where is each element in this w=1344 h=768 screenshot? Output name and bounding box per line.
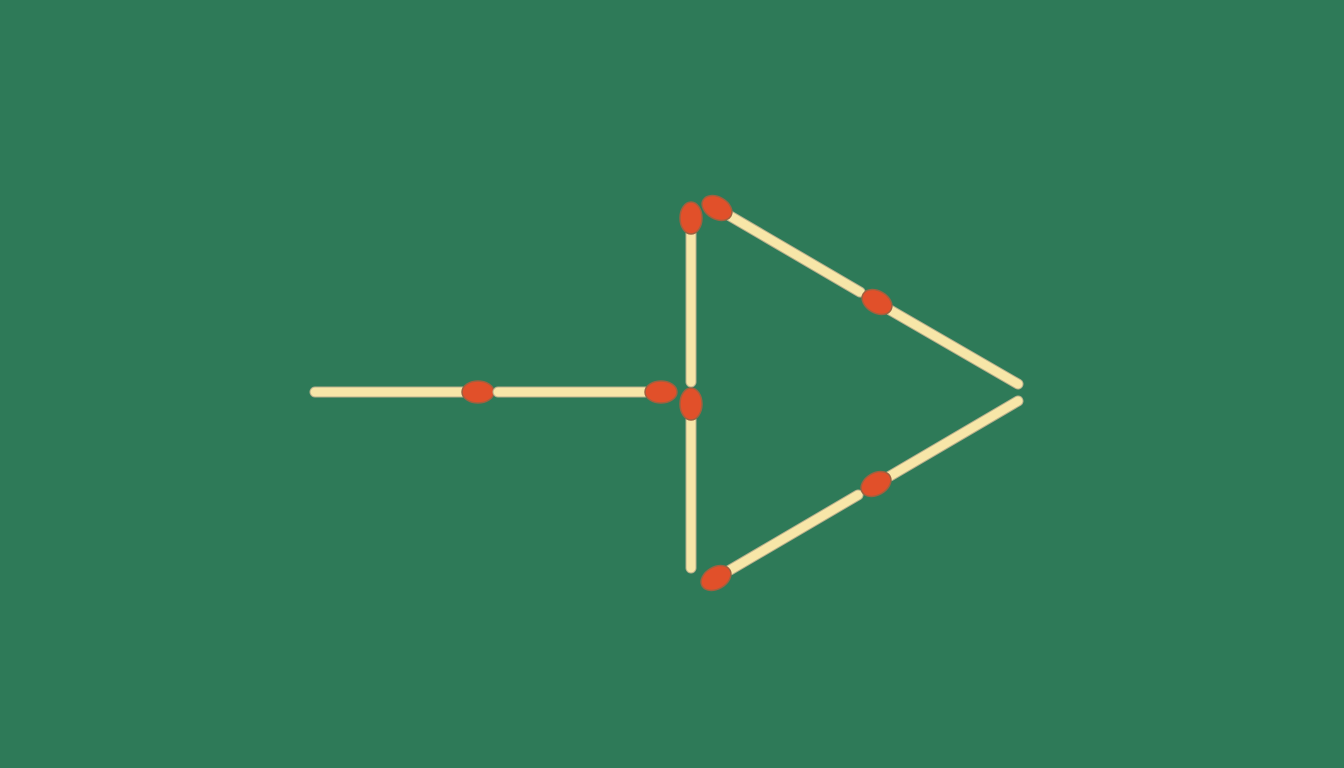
- match-head: [701, 194, 733, 222]
- match-head: [644, 380, 678, 404]
- match-head: [700, 564, 732, 592]
- match-head: [679, 387, 703, 421]
- match-head: [861, 288, 893, 316]
- match-head: [860, 470, 892, 498]
- matchstick-shaft-left[interactable]: [309, 380, 495, 404]
- match-head: [679, 201, 703, 235]
- matchstick-diagonal-lower-left[interactable]: [697, 489, 864, 596]
- matchstick-vertical-bottom[interactable]: [679, 387, 703, 574]
- match-head: [461, 380, 495, 404]
- matchstick-vertical-top[interactable]: [679, 201, 703, 388]
- matchstick-shaft-right[interactable]: [492, 380, 678, 404]
- matchstick-diagonal-lower-right[interactable]: [857, 395, 1024, 502]
- matchstick-diagonal-upper-right[interactable]: [858, 284, 1024, 390]
- matchstick-diagonal-upper-left[interactable]: [698, 190, 866, 298]
